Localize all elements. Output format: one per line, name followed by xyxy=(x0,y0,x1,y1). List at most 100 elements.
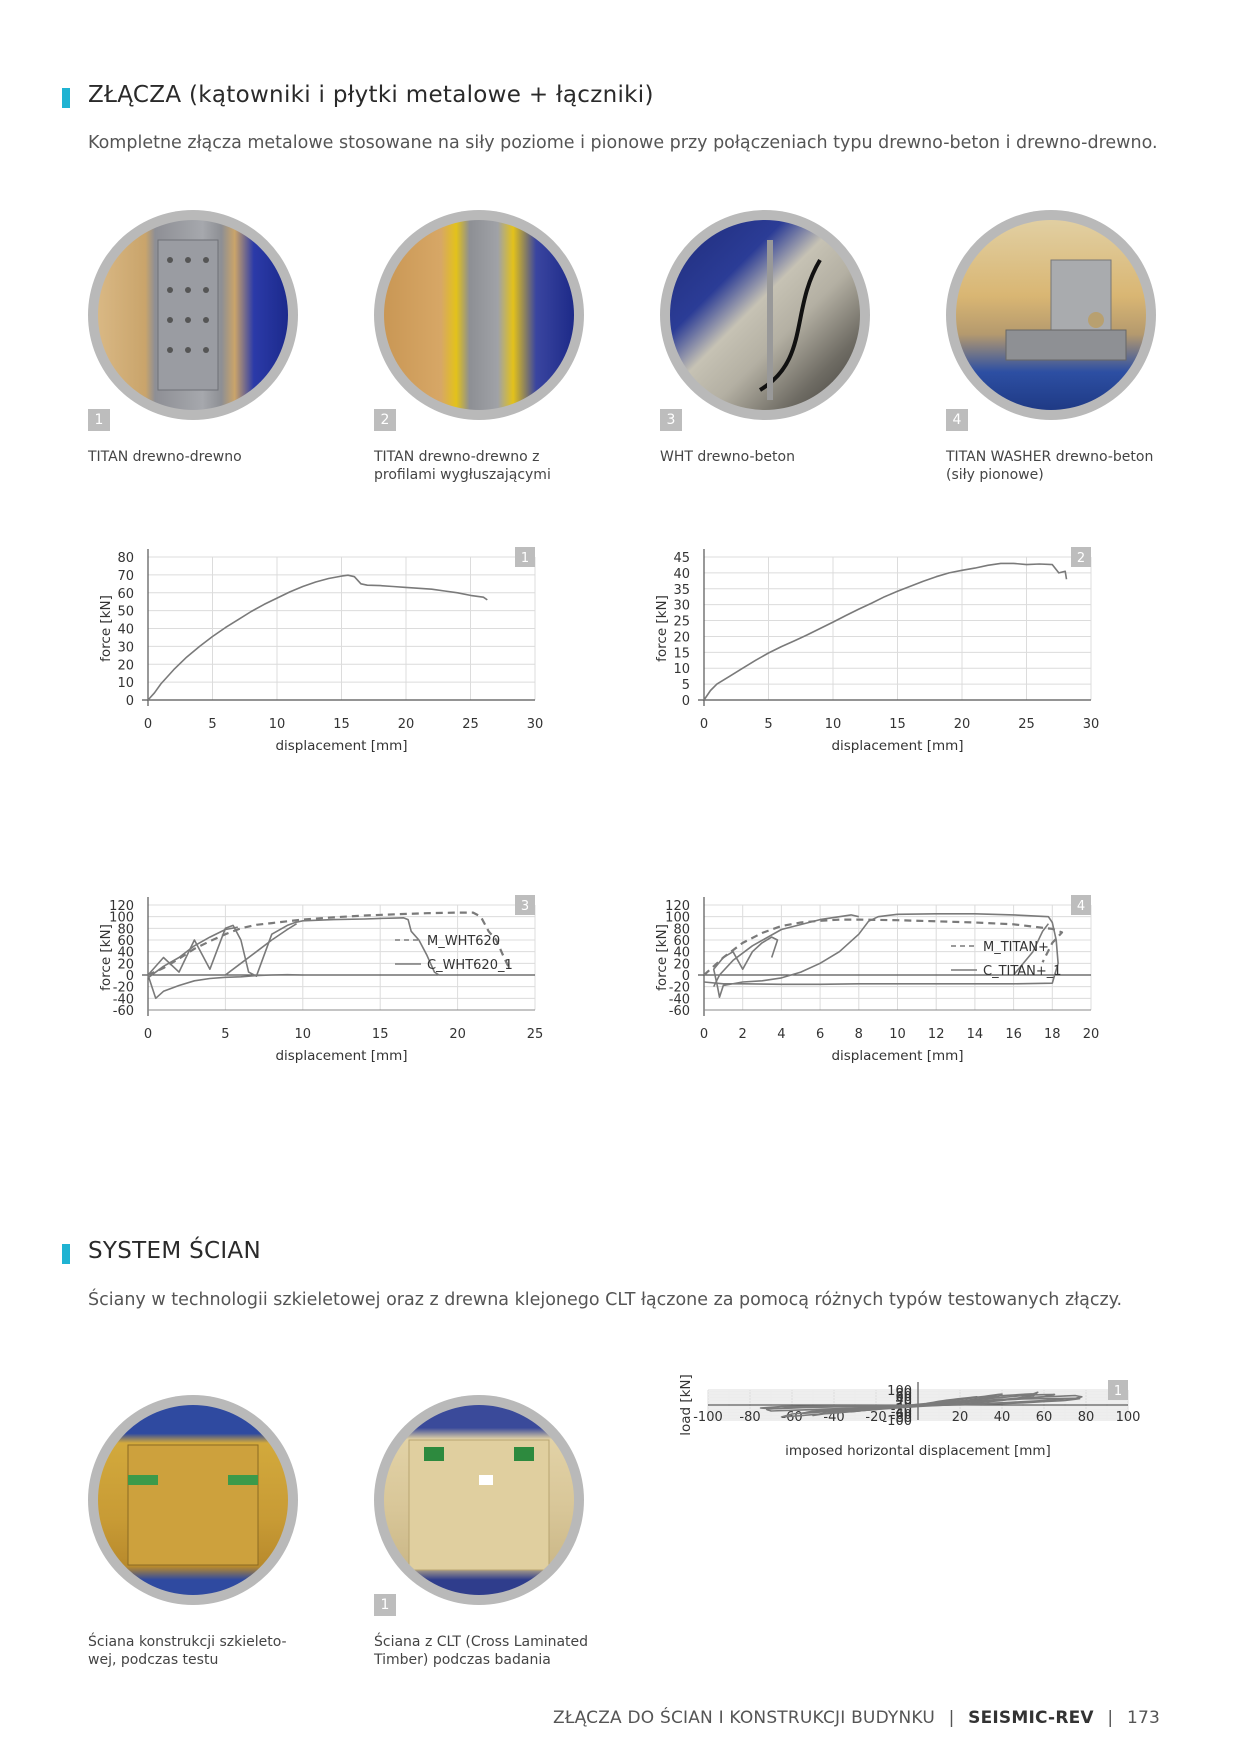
y-tick-label: 80 xyxy=(117,551,134,566)
y-tick-label: -40 xyxy=(669,992,690,1007)
y-tick-label: 45 xyxy=(673,551,690,566)
x-tick-label: 10 xyxy=(825,717,842,732)
y-tick-label: -80 xyxy=(891,1411,912,1426)
x-tick-label: 30 xyxy=(1083,717,1100,732)
x-tick-label: 20 xyxy=(449,1027,466,1042)
x-tick-label: 15 xyxy=(333,717,350,732)
y-tick-label: -60 xyxy=(113,1004,134,1019)
legend-label: M_TITAN+ xyxy=(983,940,1049,955)
footer-separator: | xyxy=(1107,1708,1114,1728)
connector-plate-icon xyxy=(157,239,219,391)
y-tick-label: 30 xyxy=(673,599,690,614)
chart-number-badge xyxy=(515,895,535,915)
y-tick-label: 20 xyxy=(673,957,690,972)
photo-timber-frame-wall xyxy=(88,1395,298,1605)
chart-number-label: 3 xyxy=(521,899,529,914)
x-tick-label: 0 xyxy=(144,717,152,732)
x-tick-label: 18 xyxy=(1044,1027,1061,1042)
cable-icon xyxy=(758,240,822,400)
y-tick-label: 80 xyxy=(117,922,134,937)
photo-number-badge: 1 xyxy=(88,409,110,431)
y-tick-label: 5 xyxy=(682,678,690,693)
y-axis-label: load [kN] xyxy=(678,1374,694,1436)
x-axis-label: displacement [mm] xyxy=(831,1048,963,1064)
y-tick-label: -60 xyxy=(669,1004,690,1019)
photo-caption: TITAN WASHER drewno-beton (siły pionowe) xyxy=(946,449,1154,483)
chart-number-badge xyxy=(1071,547,1091,567)
x-tick-label: 14 xyxy=(967,1027,984,1042)
y-tick-label: 25 xyxy=(673,615,690,630)
y-tick-label: 60 xyxy=(117,587,134,602)
series-line xyxy=(801,1393,1056,1415)
y-tick-label: 100 xyxy=(887,1384,912,1399)
x-tick-label: 80 xyxy=(1078,1410,1095,1425)
y-tick-label: 100 xyxy=(109,911,134,926)
y-tick-label: 40 xyxy=(673,567,690,582)
photo-image xyxy=(670,220,860,410)
series-line-dashed xyxy=(703,918,1064,976)
x-tick-label: 25 xyxy=(527,1027,544,1042)
y-axis-label: force [kN] xyxy=(654,924,670,991)
y-tick-label: 15 xyxy=(673,646,690,661)
page-footer: ZŁĄCZA DO ŚCIAN I KONSTRUKCJI BUDYNKU | … xyxy=(553,1708,1160,1728)
legend-label: C_TITAN+_1 xyxy=(983,964,1062,979)
y-tick-label: 0 xyxy=(126,694,134,709)
series-line xyxy=(147,574,488,701)
clt-panel-icon xyxy=(408,1439,550,1571)
y-tick-label: 100 xyxy=(665,911,690,926)
y-tick-label: 40 xyxy=(673,946,690,961)
y-tick-label: 20 xyxy=(117,658,134,673)
y-tick-label: 80 xyxy=(895,1387,912,1402)
x-tick-label: 25 xyxy=(1018,717,1035,732)
photo-wht-wood-concrete xyxy=(660,210,870,420)
y-tick-label: 50 xyxy=(117,605,134,620)
x-tick-label: 20 xyxy=(952,1410,969,1425)
photo-image xyxy=(98,220,288,410)
x-tick-label: 40 xyxy=(994,1410,1011,1425)
chart-number-label: 4 xyxy=(1077,899,1085,914)
y-tick-label: 120 xyxy=(109,899,134,914)
photo-titan-wood-wood-profiles xyxy=(374,210,584,420)
chart-number-label: 1 xyxy=(1114,1384,1122,1399)
footer-section-name: ZŁĄCZA DO ŚCIAN I KONSTRUKCJI BUDYNKU xyxy=(553,1708,935,1728)
x-tick-label: 15 xyxy=(372,1027,389,1042)
y-axis-label: force [kN] xyxy=(98,924,114,991)
chart-number-badge xyxy=(1108,1380,1128,1400)
photo-number-badge: 3 xyxy=(660,409,682,431)
x-tick-label: 10 xyxy=(295,1027,312,1042)
x-tick-label: 8 xyxy=(855,1027,863,1042)
y-tick-label: 20 xyxy=(117,957,134,972)
chart-number-badge xyxy=(1071,895,1091,915)
y-axis-label: force [kN] xyxy=(98,595,114,662)
x-tick-label: 5 xyxy=(764,717,772,732)
legend-label: M_WHT620 xyxy=(427,934,500,949)
x-axis-label: imposed horizontal displacement [mm] xyxy=(785,1443,1051,1459)
x-axis-label: displacement [mm] xyxy=(275,1048,407,1064)
x-tick-label: 6 xyxy=(816,1027,824,1042)
x-tick-label: 60 xyxy=(1036,1410,1053,1425)
y-tick-label: 10 xyxy=(117,676,134,691)
x-tick-label: 0 xyxy=(700,1027,708,1042)
x-tick-label: 12 xyxy=(928,1027,945,1042)
x-tick-label: 16 xyxy=(1005,1027,1022,1042)
page-number: 173 xyxy=(1126,1708,1160,1728)
y-tick-label: 40 xyxy=(117,623,134,638)
y-tick-label: 0 xyxy=(126,969,134,984)
photo-image xyxy=(98,1405,288,1595)
y-tick-label: 80 xyxy=(673,922,690,937)
x-tick-label: 2 xyxy=(739,1027,747,1042)
series-line xyxy=(224,923,298,976)
x-tick-label: 30 xyxy=(527,717,544,732)
photo-caption: Ściana z CLT (Cross Laminated Timber) po… xyxy=(374,1634,589,1668)
y-axis-label: force [kN] xyxy=(654,595,670,662)
x-tick-label: -100 xyxy=(693,1410,723,1425)
y-tick-label: -20 xyxy=(113,981,134,996)
photo-number-badge: 2 xyxy=(374,409,396,431)
y-tick-label: 60 xyxy=(673,934,690,949)
photo-clt-wall xyxy=(374,1395,584,1605)
section-title: ZŁĄCZA (kątowniki i płytki metalowe + łą… xyxy=(88,82,654,108)
